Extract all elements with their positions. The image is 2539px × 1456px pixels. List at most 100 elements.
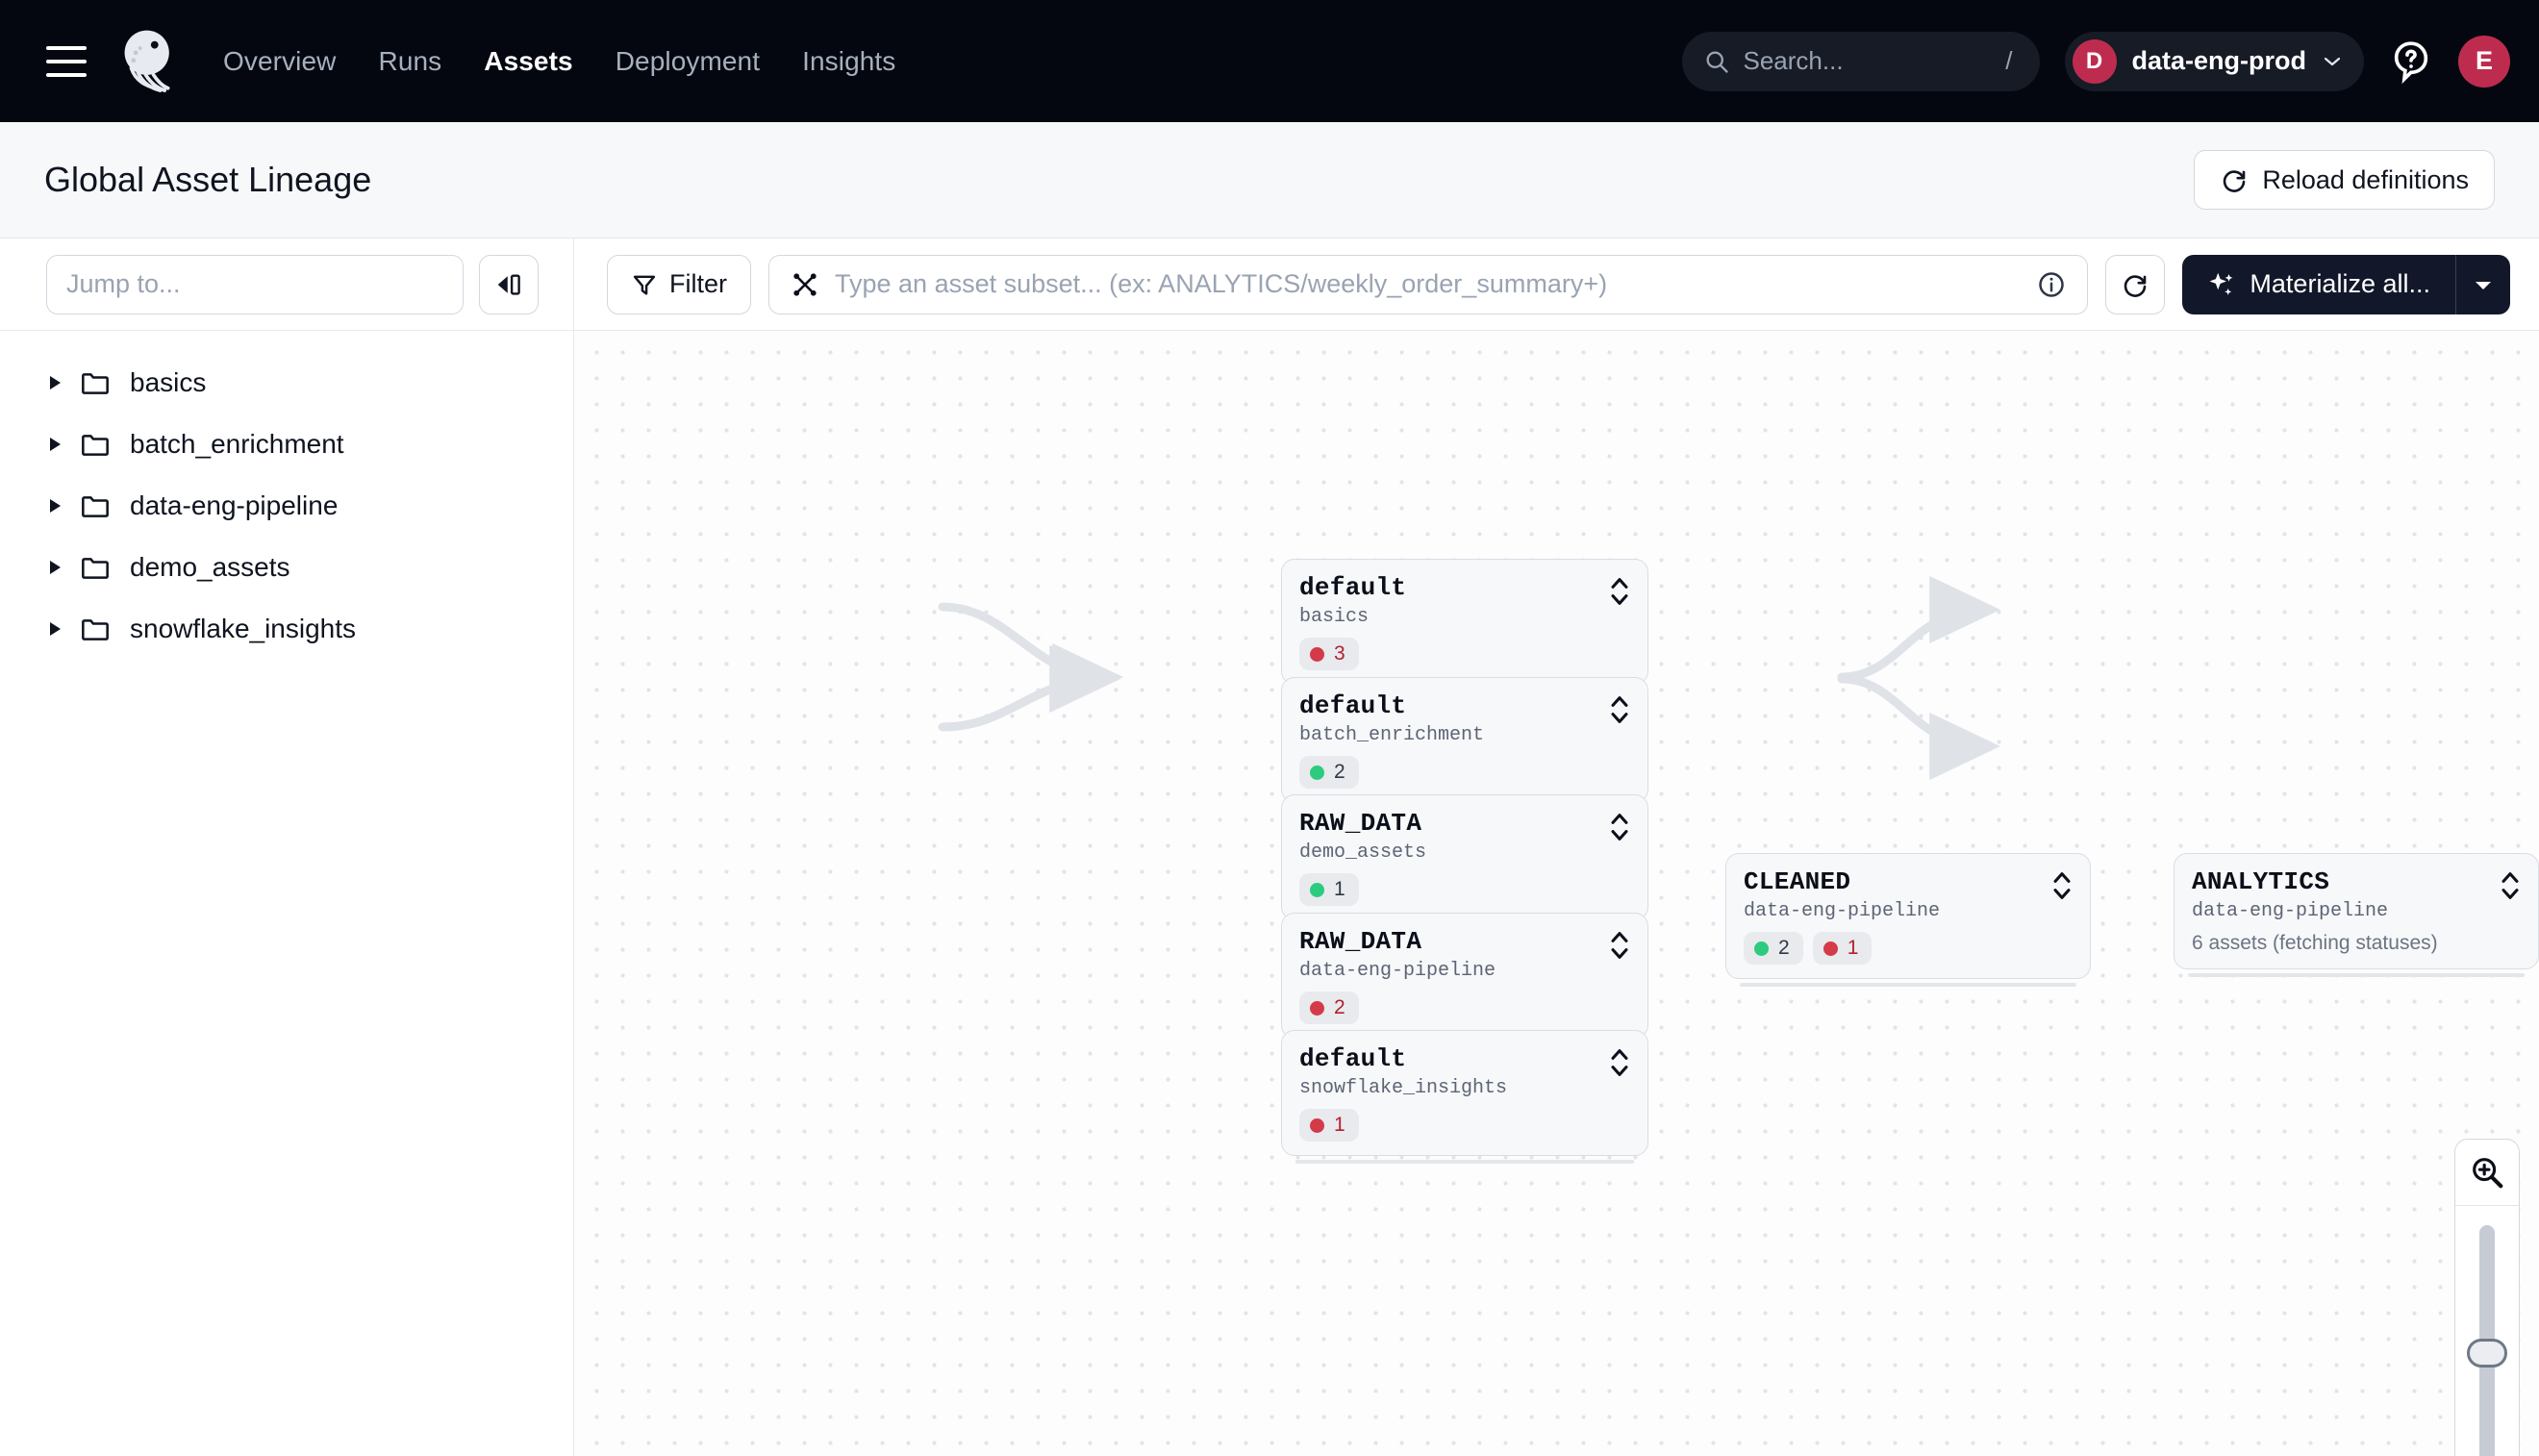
expand-collapse-icon[interactable]: [2051, 869, 2073, 902]
status-badge-failed[interactable]: 1: [1812, 932, 1873, 965]
node-title: CLEANED: [1744, 867, 1851, 896]
materialize-all-button[interactable]: Materialize all...: [2182, 254, 2456, 314]
asset-group-node[interactable]: default basics 3: [1281, 559, 1648, 692]
zoom-slider-group: [2454, 1139, 2520, 1456]
global-search-placeholder: Search...: [1743, 46, 1844, 75]
main-nav-links: Overview Runs Assets Deployment Insights: [223, 46, 895, 77]
node-title: default: [1299, 573, 1407, 602]
refresh-graph-button[interactable]: [2105, 254, 2166, 314]
sidebar-item-label: batch_enrichment: [130, 429, 344, 459]
sidebar-item-label: snowflake_insights: [130, 614, 357, 643]
sidebar-item-snowflake-insights[interactable]: snowflake_insights: [0, 598, 573, 660]
chevron-right-icon[interactable]: [50, 561, 61, 574]
asset-group-node[interactable]: ANALYTICS data-eng-pipeline 6 assets (fe…: [2174, 853, 2539, 977]
node-status-badges: 1: [1299, 1109, 1628, 1142]
folder-icon: [82, 496, 109, 517]
page-title: Global Asset Lineage: [44, 160, 372, 199]
status-dot-failed: [1310, 1000, 1324, 1016]
zoom-controls: [2454, 1139, 2520, 1456]
nav-link-assets[interactable]: Assets: [484, 45, 573, 76]
expand-collapse-icon[interactable]: [1609, 929, 1630, 962]
search-icon: [1706, 51, 1728, 73]
caret-down-icon: [2476, 281, 2491, 289]
materialize-all-button-group[interactable]: Materialize all...: [2182, 254, 2510, 314]
sidebar-item-basics[interactable]: basics: [0, 352, 573, 414]
status-badge-success[interactable]: 1: [1299, 873, 1359, 906]
status-count: 2: [1778, 937, 1790, 959]
jump-to-input[interactable]: Jump to...: [46, 254, 464, 314]
status-badge-failed[interactable]: 3: [1299, 638, 1359, 670]
node-subtitle: batch_enrichment: [1299, 724, 1485, 746]
dagster-logo[interactable]: [113, 26, 185, 97]
node-subtitle: data-eng-pipeline: [2192, 900, 2389, 922]
nav-link-overview[interactable]: Overview: [223, 45, 337, 76]
node-status-badges: 2: [1299, 756, 1628, 789]
sidebar-item-batch-enrichment[interactable]: batch_enrichment: [0, 414, 573, 475]
asset-group-node[interactable]: default batch_enrichment 2: [1281, 677, 1648, 811]
expand-collapse-icon[interactable]: [1609, 693, 1630, 726]
expand-collapse-icon[interactable]: [1609, 1046, 1630, 1079]
node-subtitle: snowflake_insights: [1299, 1077, 1508, 1099]
user-avatar[interactable]: E: [2458, 35, 2510, 88]
collapse-sidebar-button[interactable]: [479, 254, 539, 314]
deployment-switcher[interactable]: D data-eng-prod: [2064, 31, 2364, 91]
chevron-right-icon[interactable]: [50, 622, 61, 636]
page-header: Global Asset Lineage Reload definitions: [0, 122, 2539, 238]
zoom-in-icon: [2473, 1158, 2503, 1189]
sidebar-item-data-eng-pipeline[interactable]: data-eng-pipeline: [0, 475, 573, 537]
asset-subset-placeholder: Type an asset subset... (ex: ANALYTICS/w…: [835, 269, 1608, 298]
filter-button[interactable]: Filter: [607, 254, 751, 314]
node-title: default: [1299, 691, 1407, 720]
zoom-in-button[interactable]: [2455, 1140, 2519, 1205]
status-badge-failed[interactable]: 2: [1299, 992, 1359, 1024]
status-badge-success[interactable]: 2: [1299, 756, 1359, 789]
hamburger-menu-icon[interactable]: [46, 45, 87, 77]
status-count: 1: [1334, 1114, 1345, 1136]
lineage-canvas[interactable]: default basics 3 default batch_enrichmen…: [574, 331, 2539, 1456]
node-subtitle: basics: [1299, 606, 1370, 628]
graph-toolbar: Filter Type an asset subset... (ex: ANAL…: [574, 238, 2539, 331]
deployment-name: data-eng-prod: [2131, 46, 2307, 75]
info-circle-icon[interactable]: [2037, 270, 2066, 299]
status-count: 2: [1334, 761, 1345, 783]
status-count: 1: [1334, 878, 1345, 900]
sidebar-toolbar: Jump to...: [0, 238, 573, 331]
expand-collapse-icon[interactable]: [1609, 811, 1630, 843]
nav-link-insights[interactable]: Insights: [802, 45, 896, 76]
status-count: 1: [1847, 937, 1859, 959]
status-badge-success[interactable]: 2: [1744, 932, 1803, 965]
asset-subset-input[interactable]: Type an asset subset... (ex: ANALYTICS/w…: [768, 254, 2089, 314]
asset-group-node[interactable]: CLEANED data-eng-pipeline 2 1: [1725, 853, 2091, 987]
sidebar-item-demo-assets[interactable]: demo_assets: [0, 537, 573, 598]
divider: [2455, 1205, 2519, 1206]
chevron-right-icon[interactable]: [50, 499, 61, 513]
reload-definitions-label: Reload definitions: [2262, 164, 2469, 194]
folder-icon: [82, 435, 109, 456]
sidebar-item-label: data-eng-pipeline: [130, 490, 339, 520]
reload-definitions-button[interactable]: Reload definitions: [2194, 150, 2495, 210]
sidebar-item-label: demo_assets: [130, 552, 290, 582]
chevron-right-icon[interactable]: [50, 376, 61, 389]
chevron-right-icon[interactable]: [50, 438, 61, 451]
node-title: RAW_DATA: [1299, 809, 1422, 838]
asset-group-sidebar: Jump to... basics: [0, 238, 574, 1456]
expand-collapse-icon[interactable]: [1609, 575, 1630, 608]
zoom-slider[interactable]: [2455, 1206, 2519, 1456]
node-subtitle: data-eng-pipeline: [1299, 960, 1496, 982]
nav-link-deployment[interactable]: Deployment: [615, 45, 761, 76]
expand-collapse-icon[interactable]: [2500, 869, 2521, 902]
sparkle-icon: [2209, 272, 2233, 295]
nav-link-runs[interactable]: Runs: [378, 45, 442, 76]
status-dot-success: [1754, 941, 1769, 956]
status-badge-failed[interactable]: 1: [1299, 1109, 1359, 1142]
help-circle-icon[interactable]: [2389, 39, 2433, 84]
asset-group-node[interactable]: RAW_DATA demo_assets 1: [1281, 794, 1648, 928]
asset-group-node[interactable]: default snowflake_insights 1: [1281, 1030, 1648, 1164]
asset-group-node[interactable]: RAW_DATA data-eng-pipeline 2: [1281, 913, 1648, 1046]
zoom-slider-thumb[interactable]: [2467, 1339, 2507, 1368]
collapse-panel-icon: [497, 273, 520, 295]
page-body: Jump to... basics: [0, 238, 2539, 1456]
global-search-input[interactable]: Search... /: [1681, 31, 2040, 91]
node-status-badges: 2 1: [1744, 932, 2071, 965]
materialize-dropdown-button[interactable]: [2456, 255, 2510, 314]
